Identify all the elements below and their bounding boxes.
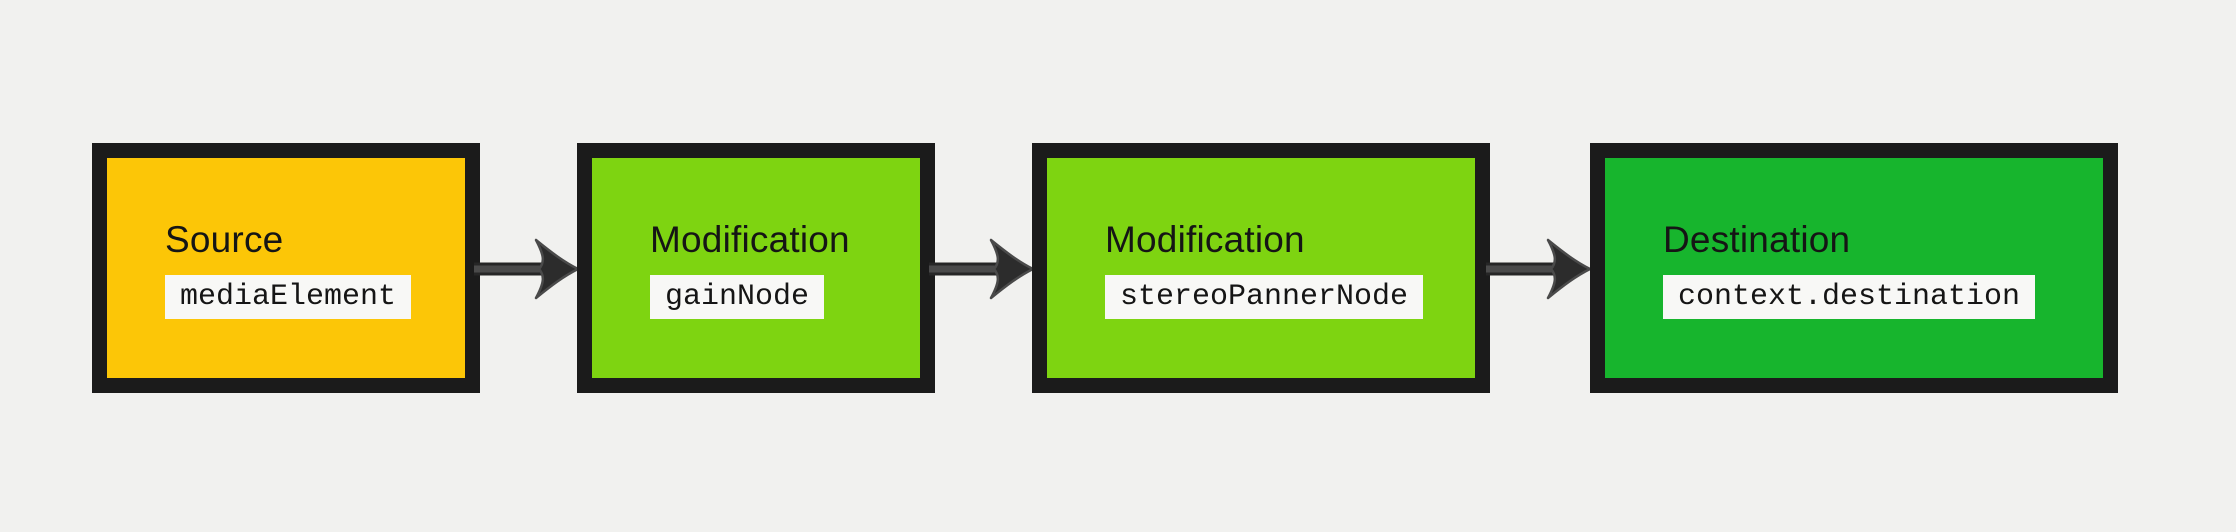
node-title: Source [165, 219, 284, 260]
flow-arrow [929, 237, 1037, 301]
arrow-right-icon [929, 238, 1035, 300]
node-modification-gain: Modification gainNode [577, 143, 935, 393]
node-title: Destination [1663, 219, 1851, 260]
node-code-chip: mediaElement [165, 275, 412, 319]
arrow-right-icon [1486, 238, 1592, 300]
node-code-chip: gainNode [650, 275, 825, 319]
node-modification-panner: Modification stereoPannerNode [1032, 143, 1490, 393]
flow-arrow [1486, 237, 1594, 301]
node-code-chip: context.destination [1663, 275, 2036, 319]
node-title: Modification [650, 219, 850, 260]
arrow-right-icon [474, 238, 580, 300]
node-source: Source mediaElement [92, 143, 480, 393]
node-code-chip: stereoPannerNode [1105, 275, 1424, 319]
flow-arrow [474, 237, 582, 301]
node-title: Modification [1105, 219, 1305, 260]
node-destination: Destination context.destination [1590, 143, 2118, 393]
